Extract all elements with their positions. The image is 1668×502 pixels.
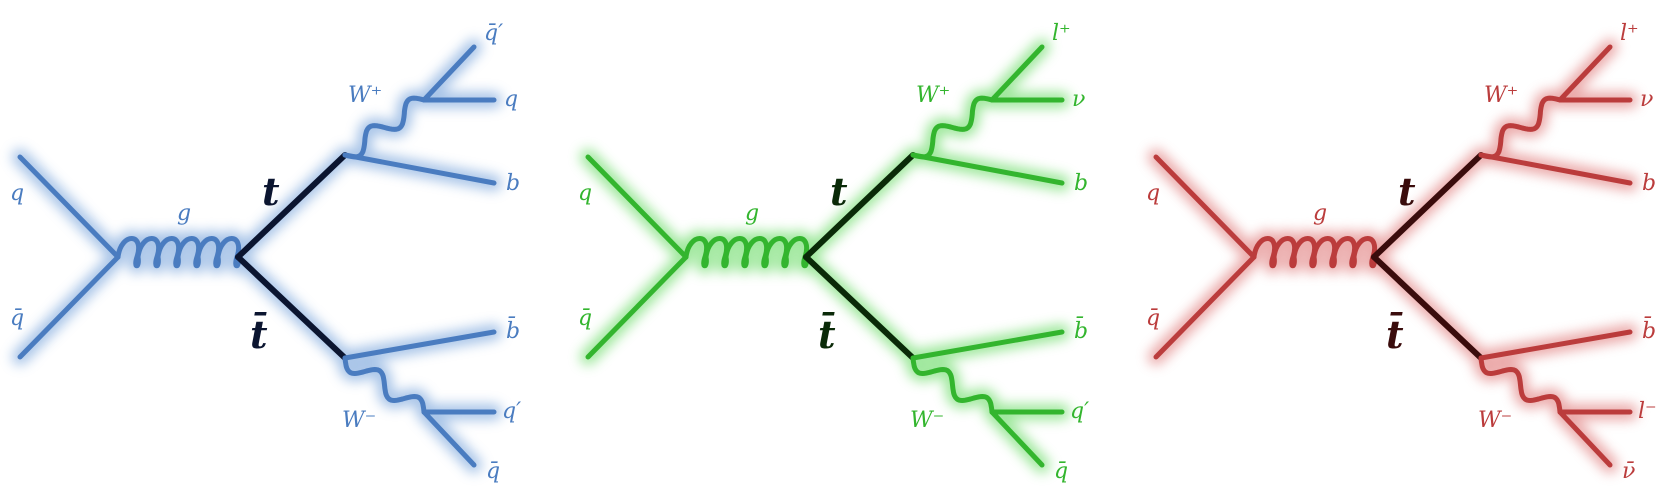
label-up1: q̄′ bbox=[484, 21, 503, 46]
label-up2: ν bbox=[1640, 87, 1653, 112]
b-quark-line bbox=[910, 152, 1065, 186]
bbar-quark-line bbox=[910, 329, 1065, 361]
top-quark-line bbox=[235, 152, 348, 260]
antitop-quark-line bbox=[1371, 254, 1484, 361]
label-w-plus: W⁺ bbox=[348, 83, 382, 108]
w-plus-daughter-1-line bbox=[1557, 44, 1613, 103]
label-w-minus: W⁻ bbox=[342, 408, 376, 433]
label-gluon: g bbox=[1313, 201, 1327, 226]
w-minus-line bbox=[1478, 355, 1563, 415]
gluon-line bbox=[1251, 236, 1378, 269]
label-q-in: q bbox=[578, 181, 592, 206]
label-top: t bbox=[1398, 169, 1416, 214]
label-dn1: q′ bbox=[1070, 399, 1089, 424]
label-antitop: t̄ bbox=[1386, 312, 1404, 357]
label-antitop: t̄ bbox=[250, 312, 268, 357]
label-bbar: b̄ bbox=[1642, 316, 1656, 344]
label-dn1: l⁻ bbox=[1638, 399, 1657, 424]
top-quark-line bbox=[1371, 152, 1484, 260]
incoming-quark-line bbox=[585, 154, 689, 260]
bbar-quark-line bbox=[342, 329, 497, 361]
gluon-line bbox=[115, 236, 242, 269]
w-minus-daughter-2-line bbox=[421, 409, 477, 468]
w-plus-line bbox=[342, 95, 427, 160]
label-up1: l⁺ bbox=[1052, 21, 1071, 46]
w-plus-daughter-1-line bbox=[421, 44, 477, 103]
label-qbar-in: q̄ bbox=[10, 306, 24, 331]
b-quark-line bbox=[342, 152, 497, 186]
b-quark-line bbox=[1478, 152, 1633, 186]
w-minus-line bbox=[910, 355, 995, 415]
label-b: b bbox=[1642, 171, 1656, 196]
line-layer bbox=[1153, 44, 1633, 468]
diagram-lepton-plus-jets: q q̄ g t t̄ W⁺ W⁻ l⁺ ν b b̄ q′ q̄ bbox=[578, 21, 1089, 484]
w-minus-line bbox=[342, 355, 427, 415]
label-q-in: q bbox=[1146, 181, 1160, 206]
label-w-minus: W⁻ bbox=[910, 408, 944, 433]
label-w-plus: W⁺ bbox=[916, 83, 950, 108]
line-layer bbox=[585, 44, 1065, 468]
incoming-antiquark-line bbox=[585, 254, 689, 360]
diagram-all-hadronic: q q̄ g t t̄ W⁺ W⁻ q̄′ q b b̄ q′ q̄ bbox=[10, 21, 521, 484]
antitop-quark-line bbox=[235, 254, 348, 361]
label-top: t bbox=[830, 169, 848, 214]
label-b: b bbox=[506, 171, 520, 196]
label-q-in: q bbox=[10, 181, 24, 206]
label-antitop: t̄ bbox=[818, 312, 836, 357]
diagram-dilepton: q q̄ g t t̄ W⁺ W⁻ l⁺ ν b b̄ l⁻ ν̄ bbox=[1146, 21, 1657, 484]
label-qbar-in: q̄ bbox=[578, 306, 592, 331]
bbar-quark-line bbox=[1478, 329, 1633, 361]
w-minus-daughter-2-line bbox=[1557, 409, 1613, 468]
line-layer bbox=[17, 44, 497, 468]
label-up2: ν bbox=[1072, 87, 1085, 112]
w-minus-daughter-2-line bbox=[989, 409, 1045, 468]
incoming-antiquark-line bbox=[17, 254, 121, 360]
incoming-quark-line bbox=[17, 154, 121, 260]
label-up2: q bbox=[504, 87, 518, 112]
label-dn2: q̄ bbox=[1054, 459, 1068, 484]
incoming-antiquark-line bbox=[1153, 254, 1257, 360]
label-gluon: g bbox=[177, 201, 191, 226]
label-dn2: q̄ bbox=[486, 459, 500, 484]
label-bbar: b̄ bbox=[506, 316, 520, 344]
label-w-plus: W⁺ bbox=[1484, 83, 1518, 108]
label-up1: l⁺ bbox=[1620, 21, 1639, 46]
label-top: t bbox=[262, 169, 280, 214]
label-dn1: q′ bbox=[502, 399, 521, 424]
w-plus-line bbox=[1478, 95, 1563, 160]
label-w-minus: W⁻ bbox=[1478, 408, 1512, 433]
label-gluon: g bbox=[745, 201, 759, 226]
label-qbar-in: q̄ bbox=[1146, 306, 1160, 331]
gluon-line bbox=[683, 236, 810, 269]
w-plus-daughter-1-line bbox=[989, 44, 1045, 103]
incoming-quark-line bbox=[1153, 154, 1257, 260]
antitop-quark-line bbox=[803, 254, 916, 361]
label-b: b bbox=[1074, 171, 1088, 196]
label-bbar: b̄ bbox=[1074, 316, 1088, 344]
label-dn2: ν̄ bbox=[1622, 459, 1635, 484]
top-quark-line bbox=[803, 152, 916, 260]
w-plus-line bbox=[910, 95, 995, 160]
